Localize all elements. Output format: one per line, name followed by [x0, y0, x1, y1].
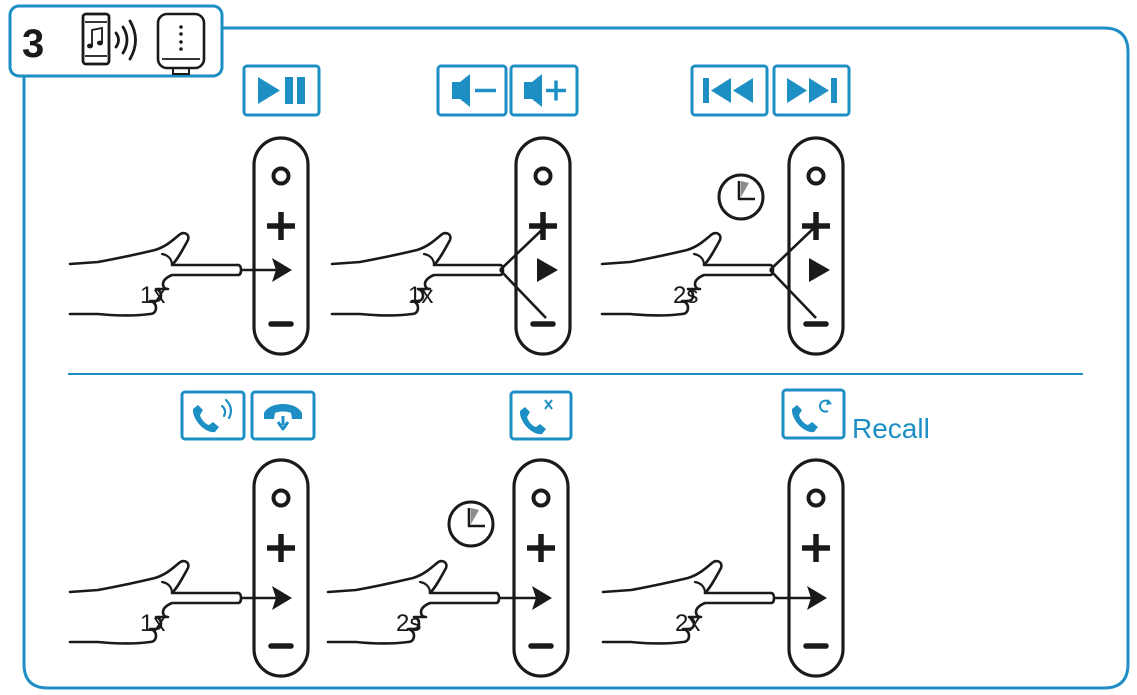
play-pressed-arrow [272, 586, 292, 610]
remote-control [789, 460, 843, 676]
press-count-label: 2s [396, 610, 421, 637]
play-pressed-arrow [532, 586, 552, 610]
press-count-label: 1x [408, 282, 433, 309]
play-pressed-arrow [272, 258, 292, 282]
panel-track: 2s [600, 64, 851, 354]
volume-up-icon [509, 64, 579, 117]
previous-track-icon [690, 64, 769, 117]
play-pause-icon [242, 64, 321, 117]
next-track-icon [772, 64, 851, 117]
step-number: 3 [22, 22, 44, 66]
fork-lines [499, 225, 547, 319]
press-count-label: 2x [675, 610, 700, 637]
remote-control [254, 138, 308, 354]
volume-down-icon [436, 64, 508, 117]
recall-caption: Recall [852, 413, 930, 444]
panel-answer-end: 1x [68, 390, 316, 676]
remote-control [254, 460, 308, 676]
panel-play-pause: 1x [68, 64, 321, 354]
clock-icon [717, 173, 765, 221]
phone-music-icon [81, 12, 111, 66]
sound-waves-icon [114, 19, 137, 61]
play-icon [537, 258, 558, 282]
panel-reject: 2s [326, 390, 573, 676]
clock-icon [447, 500, 495, 548]
answer-call-icon [180, 390, 246, 441]
panel-recall: Recall 2x [601, 388, 930, 676]
remote-control [789, 138, 843, 354]
recall-icon [781, 388, 846, 440]
reject-call-icon [509, 390, 573, 441]
fork-lines [769, 225, 817, 319]
play-icon [809, 258, 830, 282]
frame-border [22, 26, 1130, 690]
panel-volume: 1x [330, 64, 579, 354]
end-call-icon [250, 390, 316, 441]
play-pressed-arrow [807, 586, 827, 610]
press-count-label: 2s [673, 282, 698, 309]
speaker-icon [156, 12, 206, 75]
remote-control [514, 460, 568, 676]
press-count-label: 1x [140, 282, 165, 309]
press-count-label: 1x [140, 610, 165, 637]
